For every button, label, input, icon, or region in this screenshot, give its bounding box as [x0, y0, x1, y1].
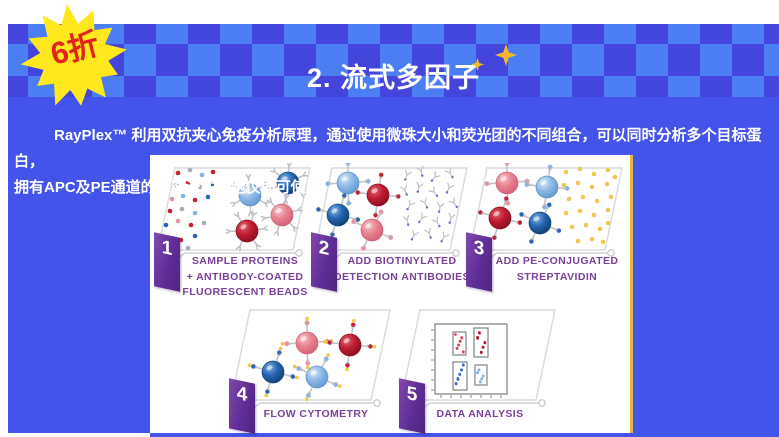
sparkle-icon-small — [471, 58, 484, 71]
step-2-label: ADD BIOTINYLATED DETECTION ANTIBODIES — [334, 255, 470, 283]
starburst-icon — [20, 4, 127, 106]
step-4-illustration — [230, 309, 391, 416]
step-2-illustration — [314, 163, 468, 266]
step-3: 3 ADD PE-CONJUGATED STREPTAVIDIN — [462, 163, 627, 303]
step-2: 2 ADD BIOTINYLATED DETECTION ANTIBODIES — [307, 163, 472, 303]
step-number: 1 — [161, 236, 173, 261]
step-3-label: ADD PE-CONJUGATED STREPTAVIDIN — [495, 255, 619, 283]
step-5-illustration — [400, 309, 556, 416]
step-4-number-badge: 4 — [229, 378, 255, 434]
page-title: 2. 流式多因子 — [306, 63, 481, 93]
diagram-panel: 1 SAMPLE PROTEINS + ANTIBODY-COATED FLUO… — [150, 155, 633, 434]
step-2-number-badge: 2 — [311, 232, 337, 292]
title-row: 2. 流式多因子 — [8, 56, 779, 95]
intro-text: RayPlex™ 利用双抗夹心免疫分析原理，通过使用微珠大小和荧光团的不同组合，… — [8, 123, 779, 201]
step-1-number-badge: 1 — [154, 232, 180, 292]
step-4: 4 FLOW CYTOMETRY — [225, 305, 400, 434]
step-1-illustration — [157, 163, 311, 266]
step-number: 5 — [406, 382, 418, 407]
step-number: 3 — [473, 236, 485, 261]
step-1: 1 SAMPLE PROTEINS + ANTIBODY-COATED FLUO… — [150, 163, 315, 303]
intro-line-1: RayPlex™ 利用双抗夹心免疫分析原理，通过使用微珠大小和荧光团的不同组合，… — [14, 127, 762, 170]
step-3-illustration — [469, 163, 623, 266]
step-5-number-badge: 5 — [399, 378, 425, 434]
sparkle-icon — [495, 44, 517, 66]
bottom-margin — [0, 433, 150, 437]
step-3-number-badge: 3 — [466, 232, 492, 292]
step-number: 4 — [236, 382, 248, 407]
step-5: 5 DATA ANALYSIS — [395, 305, 570, 434]
step-5-label: DATA ANALYSIS — [436, 408, 524, 420]
discount-badge: 6折 — [14, 0, 134, 110]
step-4-label: FLOW CYTOMETRY — [263, 408, 369, 420]
checkerboard-banner — [8, 24, 779, 97]
step-1-label: SAMPLE PROTEINS + ANTIBODY-COATED FLUORE… — [182, 255, 308, 298]
intro-line-2: 拥有APC及PE通道的标准流式细胞仪即可使用！ — [14, 179, 336, 196]
step-number: 2 — [318, 236, 330, 261]
